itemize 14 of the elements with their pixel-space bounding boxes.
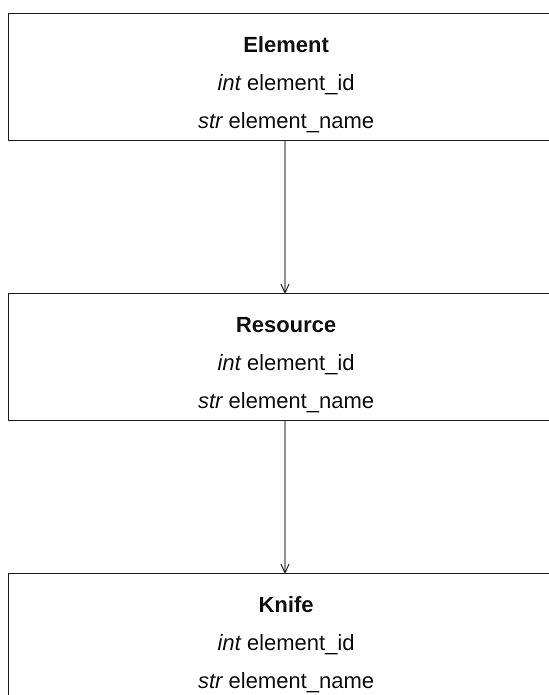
attribute-text: str element_name bbox=[198, 387, 374, 415]
class-name: Knife bbox=[258, 591, 314, 619]
attribute-text: str element_name bbox=[198, 107, 374, 135]
class-name: Element bbox=[243, 31, 329, 59]
class-box bbox=[8, 573, 549, 695]
class-box bbox=[8, 293, 549, 421]
arrow bbox=[280, 140, 290, 294]
class-box bbox=[8, 13, 549, 141]
class-name: Resource bbox=[236, 311, 336, 339]
attribute-text: str element_name bbox=[198, 667, 374, 695]
attribute-text: int element_id bbox=[218, 629, 354, 657]
attribute-text: int element_id bbox=[218, 349, 354, 377]
attribute-text: int element_id bbox=[218, 69, 354, 97]
arrow bbox=[280, 420, 290, 574]
